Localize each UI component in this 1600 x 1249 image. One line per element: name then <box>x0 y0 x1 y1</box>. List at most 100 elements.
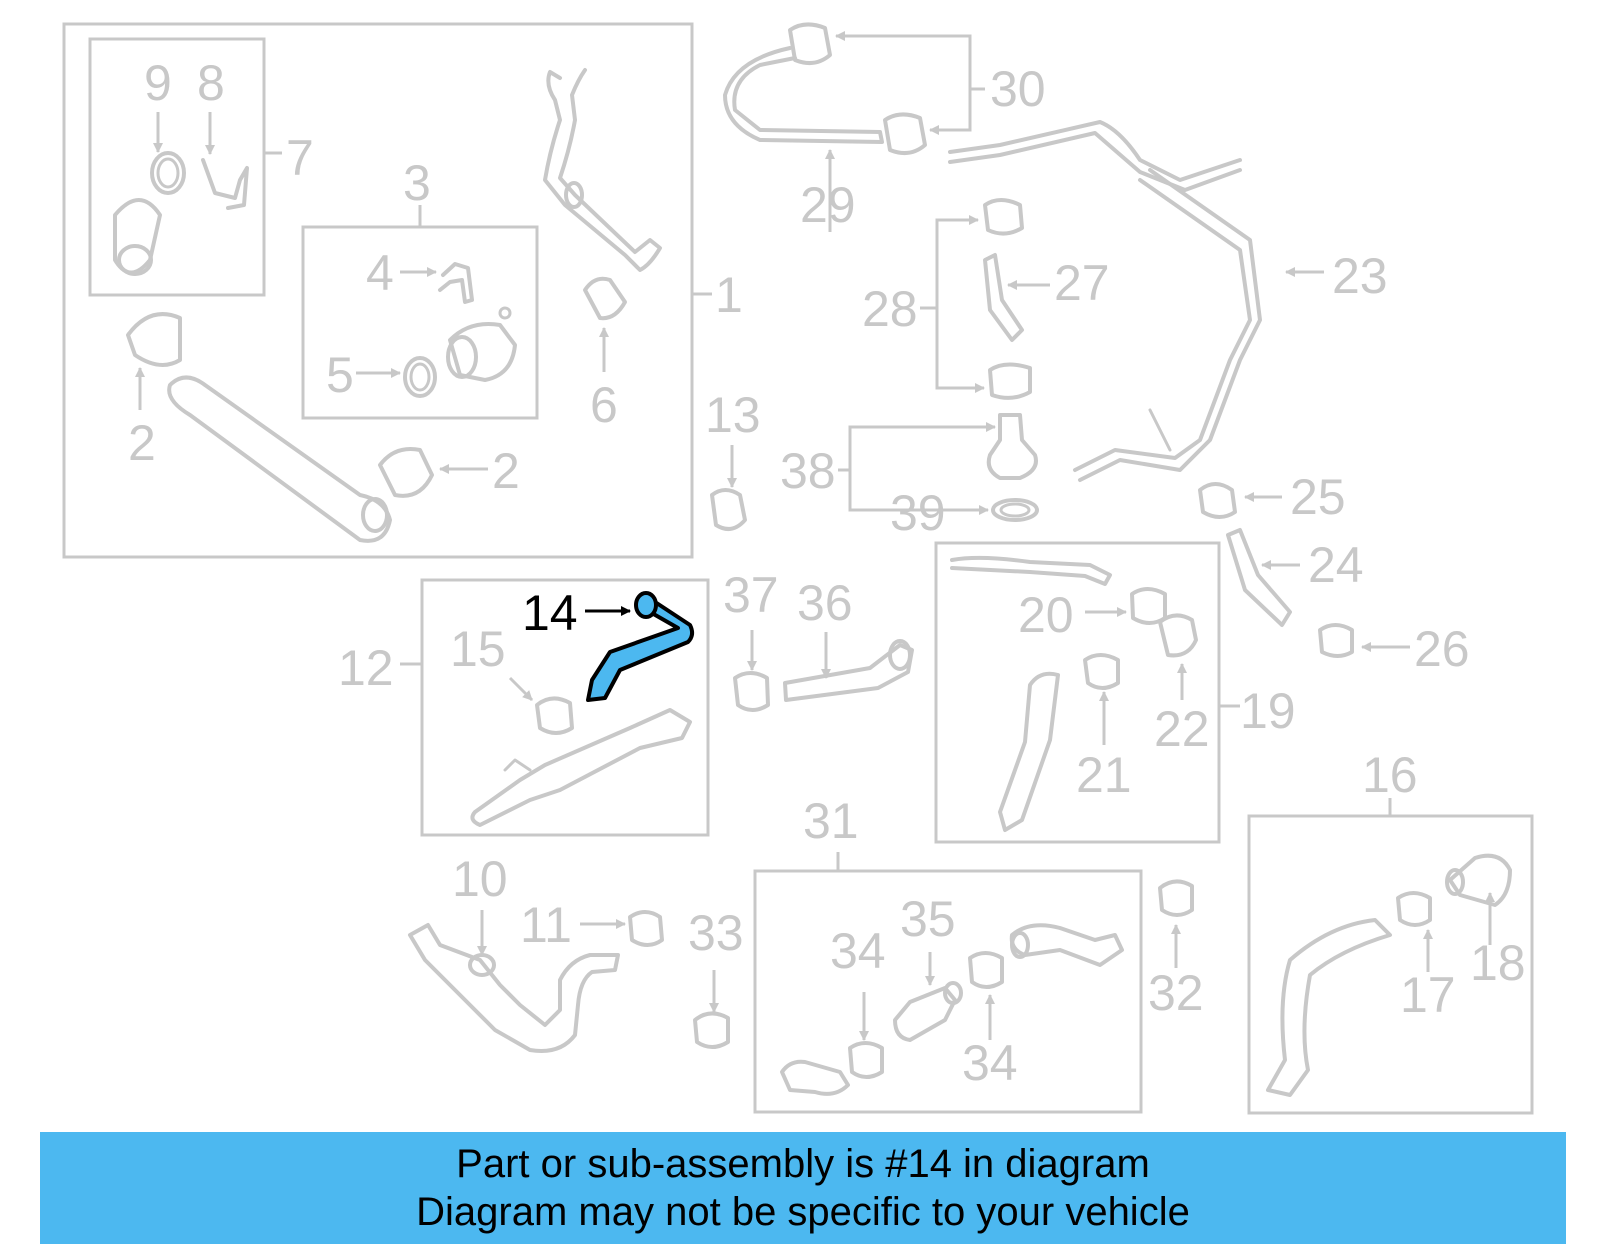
part-25-clamp[interactable] <box>1198 482 1282 519</box>
part-36-hose[interactable] <box>783 632 914 702</box>
part-34-clamp-left[interactable] <box>848 992 884 1079</box>
part-31-hose-small[interactable] <box>780 1059 850 1096</box>
label-39: 39 <box>890 485 946 541</box>
part-31-hose[interactable] <box>1009 923 1124 967</box>
part-24-hose[interactable] <box>1226 528 1300 627</box>
part-15-clamp[interactable] <box>508 676 574 735</box>
part-39-o-ring[interactable] <box>991 498 1039 522</box>
label-12: 12 <box>338 640 394 696</box>
group-box-1 <box>62 22 712 559</box>
part-13-clamp[interactable] <box>710 445 747 531</box>
part-11-clamp[interactable] <box>580 910 664 947</box>
bracket-30 <box>835 31 972 89</box>
banner-line-1: Part or sub-assembly is #14 in diagram <box>456 1142 1150 1186</box>
part-9-o-ring[interactable] <box>150 112 186 195</box>
part-5-o-ring[interactable] <box>356 356 437 398</box>
part-23-pipe[interactable] <box>948 120 1324 482</box>
label-14: 14 <box>522 585 578 641</box>
label-37: 37 <box>723 567 779 623</box>
label-31: 31 <box>803 793 859 849</box>
label-9: 9 <box>144 55 172 111</box>
part-10-hose[interactable] <box>408 910 620 1053</box>
part-26-clamp[interactable] <box>1318 623 1410 658</box>
label-2-lower: 2 <box>492 443 520 499</box>
label-11: 11 <box>520 897 572 953</box>
part-12-pipe[interactable] <box>470 708 692 827</box>
part-19-hose-top[interactable] <box>950 555 1112 586</box>
sub-box-7 <box>88 37 266 297</box>
info-banner: Part or sub-assembly is #14 in diagram D… <box>40 1132 1566 1244</box>
part-labels: 9 8 7 3 4 5 1 6 2 2 30 29 27 28 23 13 38… <box>128 55 1526 1091</box>
label-3: 3 <box>403 155 431 211</box>
label-1: 1 <box>715 267 743 323</box>
bracket-28 <box>935 215 979 308</box>
part-14-hose-highlighted[interactable] <box>585 591 695 702</box>
group-box-31 <box>753 852 1143 1114</box>
group-box-12 <box>400 578 710 837</box>
part-28-clamp-lower[interactable] <box>988 362 1032 400</box>
banner-line-2: Diagram may not be specific to your vehi… <box>416 1190 1190 1234</box>
label-34-right: 34 <box>962 1035 1018 1091</box>
part-33-clamp[interactable] <box>693 970 730 1049</box>
part-8-clip[interactable] <box>201 112 249 210</box>
label-5: 5 <box>326 347 354 403</box>
label-8: 8 <box>197 55 225 111</box>
label-2-upper: 2 <box>128 415 156 471</box>
part-2-hose[interactable] <box>167 375 392 543</box>
bracket-30-lower <box>929 89 972 135</box>
part-6-clamp[interactable] <box>583 276 627 372</box>
part-28-clamp-upper[interactable] <box>983 198 1024 236</box>
label-17: 17 <box>1400 967 1456 1023</box>
label-34-left: 34 <box>830 923 886 979</box>
part-29-hose[interactable] <box>723 46 884 232</box>
bracket-28-lower <box>935 308 985 393</box>
label-25: 25 <box>1290 469 1346 525</box>
bracket-38-lower <box>848 470 989 515</box>
bracket-38 <box>848 422 996 470</box>
part-18-fitting[interactable] <box>1445 853 1512 945</box>
label-6: 6 <box>590 377 618 433</box>
label-28: 28 <box>862 281 918 337</box>
part-21-clamp[interactable] <box>1083 653 1120 745</box>
part-7-housing <box>113 198 162 276</box>
part-35-valve[interactable] <box>893 952 963 1042</box>
label-19: 19 <box>1240 683 1296 739</box>
part-4-bracket[interactable] <box>400 262 474 304</box>
part-3-thermostat-housing[interactable] <box>446 306 517 382</box>
label-32: 32 <box>1148 965 1204 1021</box>
part-38-fitting[interactable] <box>986 413 1038 480</box>
label-35: 35 <box>900 891 956 947</box>
part-30-clamp-top[interactable] <box>788 22 832 66</box>
label-13: 13 <box>705 387 761 443</box>
label-29: 29 <box>800 177 856 233</box>
part-34-clamp-right[interactable] <box>968 951 1004 1040</box>
label-22: 22 <box>1154 701 1210 757</box>
label-15: 15 <box>450 621 506 677</box>
part-32-clamp[interactable] <box>1158 879 1194 968</box>
part-2-clamp-lower[interactable] <box>378 447 488 498</box>
label-26: 26 <box>1414 621 1470 677</box>
part-30-clamp-lower[interactable] <box>883 112 927 156</box>
label-21: 21 <box>1076 747 1132 803</box>
label-20: 20 <box>1018 587 1074 643</box>
label-7: 7 <box>286 130 314 186</box>
label-18: 18 <box>1470 935 1526 991</box>
label-23: 23 <box>1332 248 1388 304</box>
label-16: 16 <box>1362 747 1418 803</box>
part-17-clamp[interactable] <box>1396 891 1433 972</box>
part-2-clamp-upper[interactable] <box>126 312 182 410</box>
group-box-19 <box>934 541 1240 844</box>
part-16-hose[interactable] <box>1266 918 1392 1097</box>
part-19-hose[interactable] <box>998 671 1060 832</box>
part-37-clamp[interactable] <box>733 630 770 712</box>
label-36: 36 <box>797 575 853 631</box>
part-20-clamp[interactable] <box>1085 587 1167 625</box>
part-1-pipe[interactable] <box>543 68 662 272</box>
part-27-hose[interactable] <box>983 253 1050 342</box>
label-27: 27 <box>1054 255 1110 311</box>
label-38: 38 <box>780 443 836 499</box>
label-24: 24 <box>1308 537 1364 593</box>
label-10: 10 <box>452 851 508 907</box>
part-22-fitting[interactable] <box>1158 613 1198 700</box>
